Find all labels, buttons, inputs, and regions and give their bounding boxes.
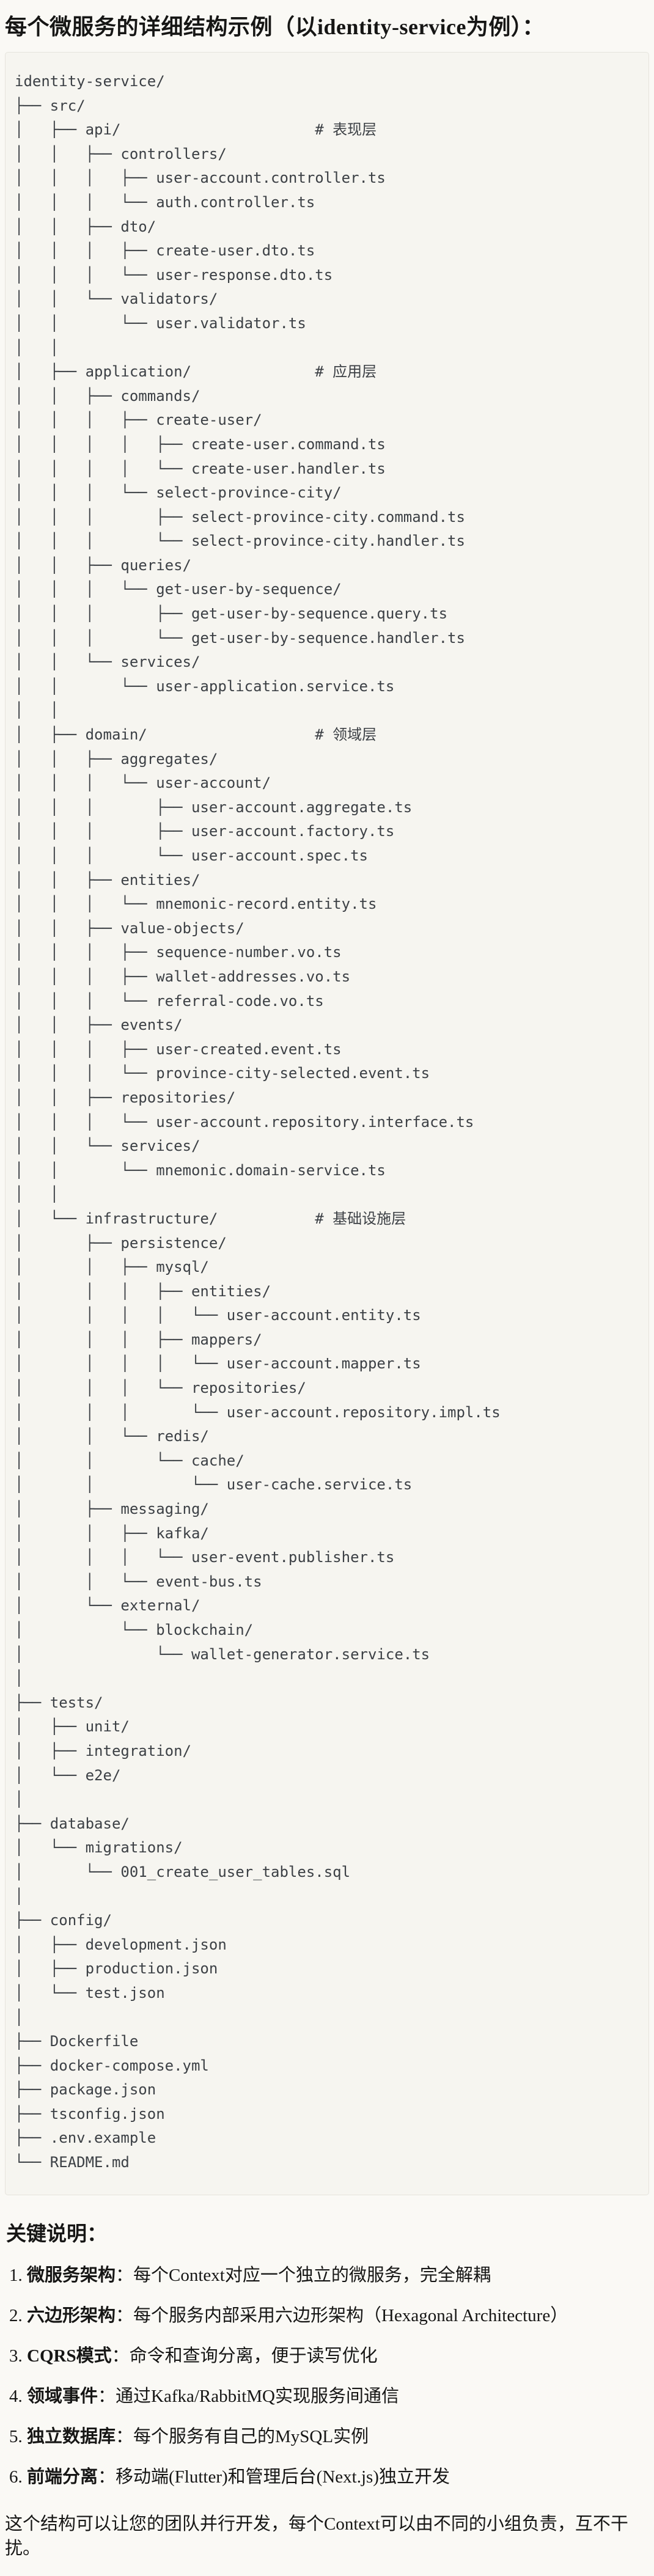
note-label: CQRS模式 <box>27 2346 112 2366</box>
closing-paragraph: 这个结构可以让您的团队并行开发，每个Context可以由不同的小组负责，互不干扰… <box>5 2514 628 2559</box>
note-number: 5. <box>9 2427 27 2447</box>
note-label: 领域事件 <box>27 2387 98 2407</box>
note-item: 6. 前端分离：移动端(Flutter)和管理后台(Next.js)独立开发 <box>5 2465 649 2489</box>
page-title: 每个微服务的详细结构示例（以identity-service为例）： <box>5 15 545 39</box>
note-text: ：每个服务有自己的MySQL实例 <box>116 2427 369 2447</box>
note-text: ：通过Kafka/RabbitMQ实现服务间通信 <box>98 2387 399 2407</box>
note-label: 微服务架构 <box>27 2265 116 2285</box>
note-number: 1. <box>9 2265 27 2285</box>
note-item: 2. 六边形架构：每个服务内部采用六边形架构（Hexagonal Archite… <box>5 2304 649 2328</box>
note-text: ：移动端(Flutter)和管理后台(Next.js)独立开发 <box>98 2467 450 2487</box>
note-number: 6. <box>9 2467 27 2487</box>
note-item: 3. CQRS模式：命令和查询分离，便于读写优化 <box>5 2344 649 2368</box>
note-number: 3. <box>9 2346 27 2366</box>
note-label: 前端分离 <box>27 2467 98 2487</box>
note-label: 六边形架构 <box>27 2305 116 2325</box>
directory-tree-code-block: identity-service/ ├── src/ │ ├── api/ # … <box>5 52 649 2195</box>
note-item: 1. 微服务架构：每个Context对应一个独立的微服务，完全解耦 <box>5 2264 649 2288</box>
note-item: 5. 独立数据库：每个服务有自己的MySQL实例 <box>5 2425 649 2449</box>
note-label: 独立数据库 <box>27 2427 116 2447</box>
key-notes-heading: 关键说明： <box>6 2223 107 2245</box>
note-text: ：命令和查询分离，便于读写优化 <box>111 2346 378 2366</box>
note-text: ：每个Context对应一个独立的微服务，完全解耦 <box>116 2265 491 2285</box>
note-number: 2. <box>9 2305 27 2325</box>
note-text: ：每个服务内部采用六边形架构（Hexagonal Architecture） <box>116 2305 568 2325</box>
note-item: 4. 领域事件：通过Kafka/RabbitMQ实现服务间通信 <box>5 2385 649 2409</box>
directory-tree: identity-service/ ├── src/ │ ├── api/ # … <box>15 73 501 2171</box>
note-number: 4. <box>9 2387 27 2407</box>
key-notes-list: 1. 微服务架构：每个Context对应一个独立的微服务，完全解耦 2. 六边形… <box>5 2264 649 2490</box>
